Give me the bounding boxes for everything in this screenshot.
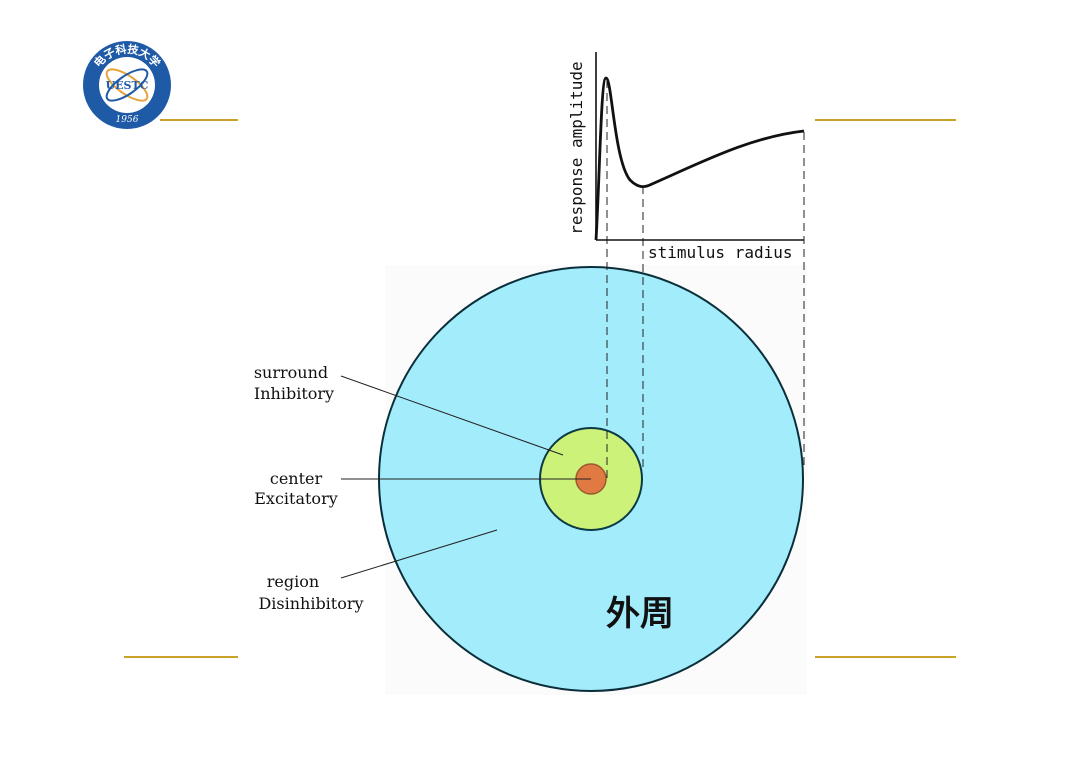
y-axis-label: response amplitude [567, 61, 586, 234]
logo-orbit-icon [105, 68, 149, 102]
decor-line-top-left [160, 119, 238, 121]
leader-lines [340, 375, 591, 579]
label-surround-line2: Inhibitory [254, 384, 334, 403]
x-axis-label: stimulus radius [648, 243, 793, 262]
graph-axes [595, 52, 804, 241]
uestc-logo: 电子科技大学 UESTC 1956 [83, 41, 171, 129]
label-region-line2: Disinhibitory [258, 594, 363, 613]
logo-orbit-icon-2 [105, 68, 149, 102]
decor-line-top-right [815, 119, 956, 121]
label-surround-line1: surround [254, 363, 328, 382]
logo-year: 1956 [116, 115, 139, 125]
label-center-line1: center [270, 469, 323, 488]
logo-center-text: UESTC [106, 79, 149, 92]
label-center-line2: Excitatory [254, 489, 338, 508]
logo-inner [99, 57, 155, 113]
leader-line-surround [340, 375, 564, 456]
decor-line-bottom-left [124, 656, 238, 658]
response-curve [594, 76, 805, 241]
periphery-label: 外周 [606, 594, 674, 634]
label-region-line1: region [267, 572, 319, 591]
region-labels: surround Inhibitory center Excitatory re… [254, 363, 364, 613]
decor-line-bottom-right [815, 656, 956, 658]
leader-line-region [340, 529, 498, 579]
projection-lines [606, 80, 805, 480]
